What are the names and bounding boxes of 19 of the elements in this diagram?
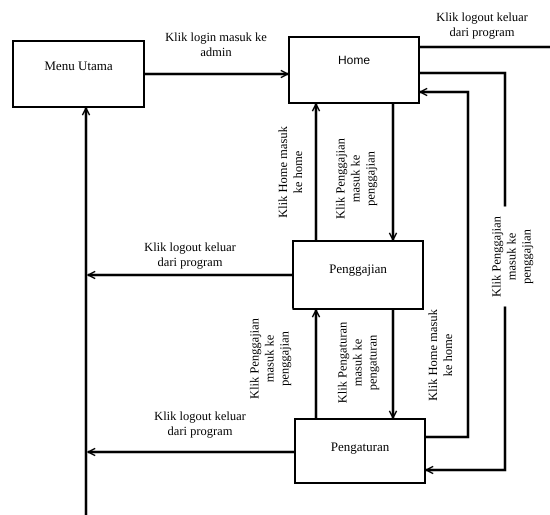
arrow bbox=[312, 309, 320, 418]
edge-label: Klik Penggajian masuk ke penggajian bbox=[490, 206, 534, 306]
node-label: Menu Utama bbox=[44, 58, 113, 74]
connector-line bbox=[420, 46, 550, 48]
node-label: Penggajian bbox=[329, 261, 387, 277]
arrow bbox=[419, 88, 470, 438]
process-box bbox=[292, 240, 424, 310]
process-box bbox=[12, 40, 145, 108]
node-label: Pengaturan bbox=[330, 439, 390, 455]
arrow bbox=[312, 103, 320, 240]
arrow bbox=[87, 448, 294, 456]
arrow bbox=[388, 104, 398, 241]
process-box bbox=[288, 36, 420, 104]
arrow bbox=[388, 310, 398, 419]
arrow bbox=[82, 107, 90, 515]
process-box bbox=[294, 418, 426, 484]
node-label: Home bbox=[338, 53, 370, 67]
arrow bbox=[145, 70, 289, 78]
arrow bbox=[87, 270, 292, 280]
